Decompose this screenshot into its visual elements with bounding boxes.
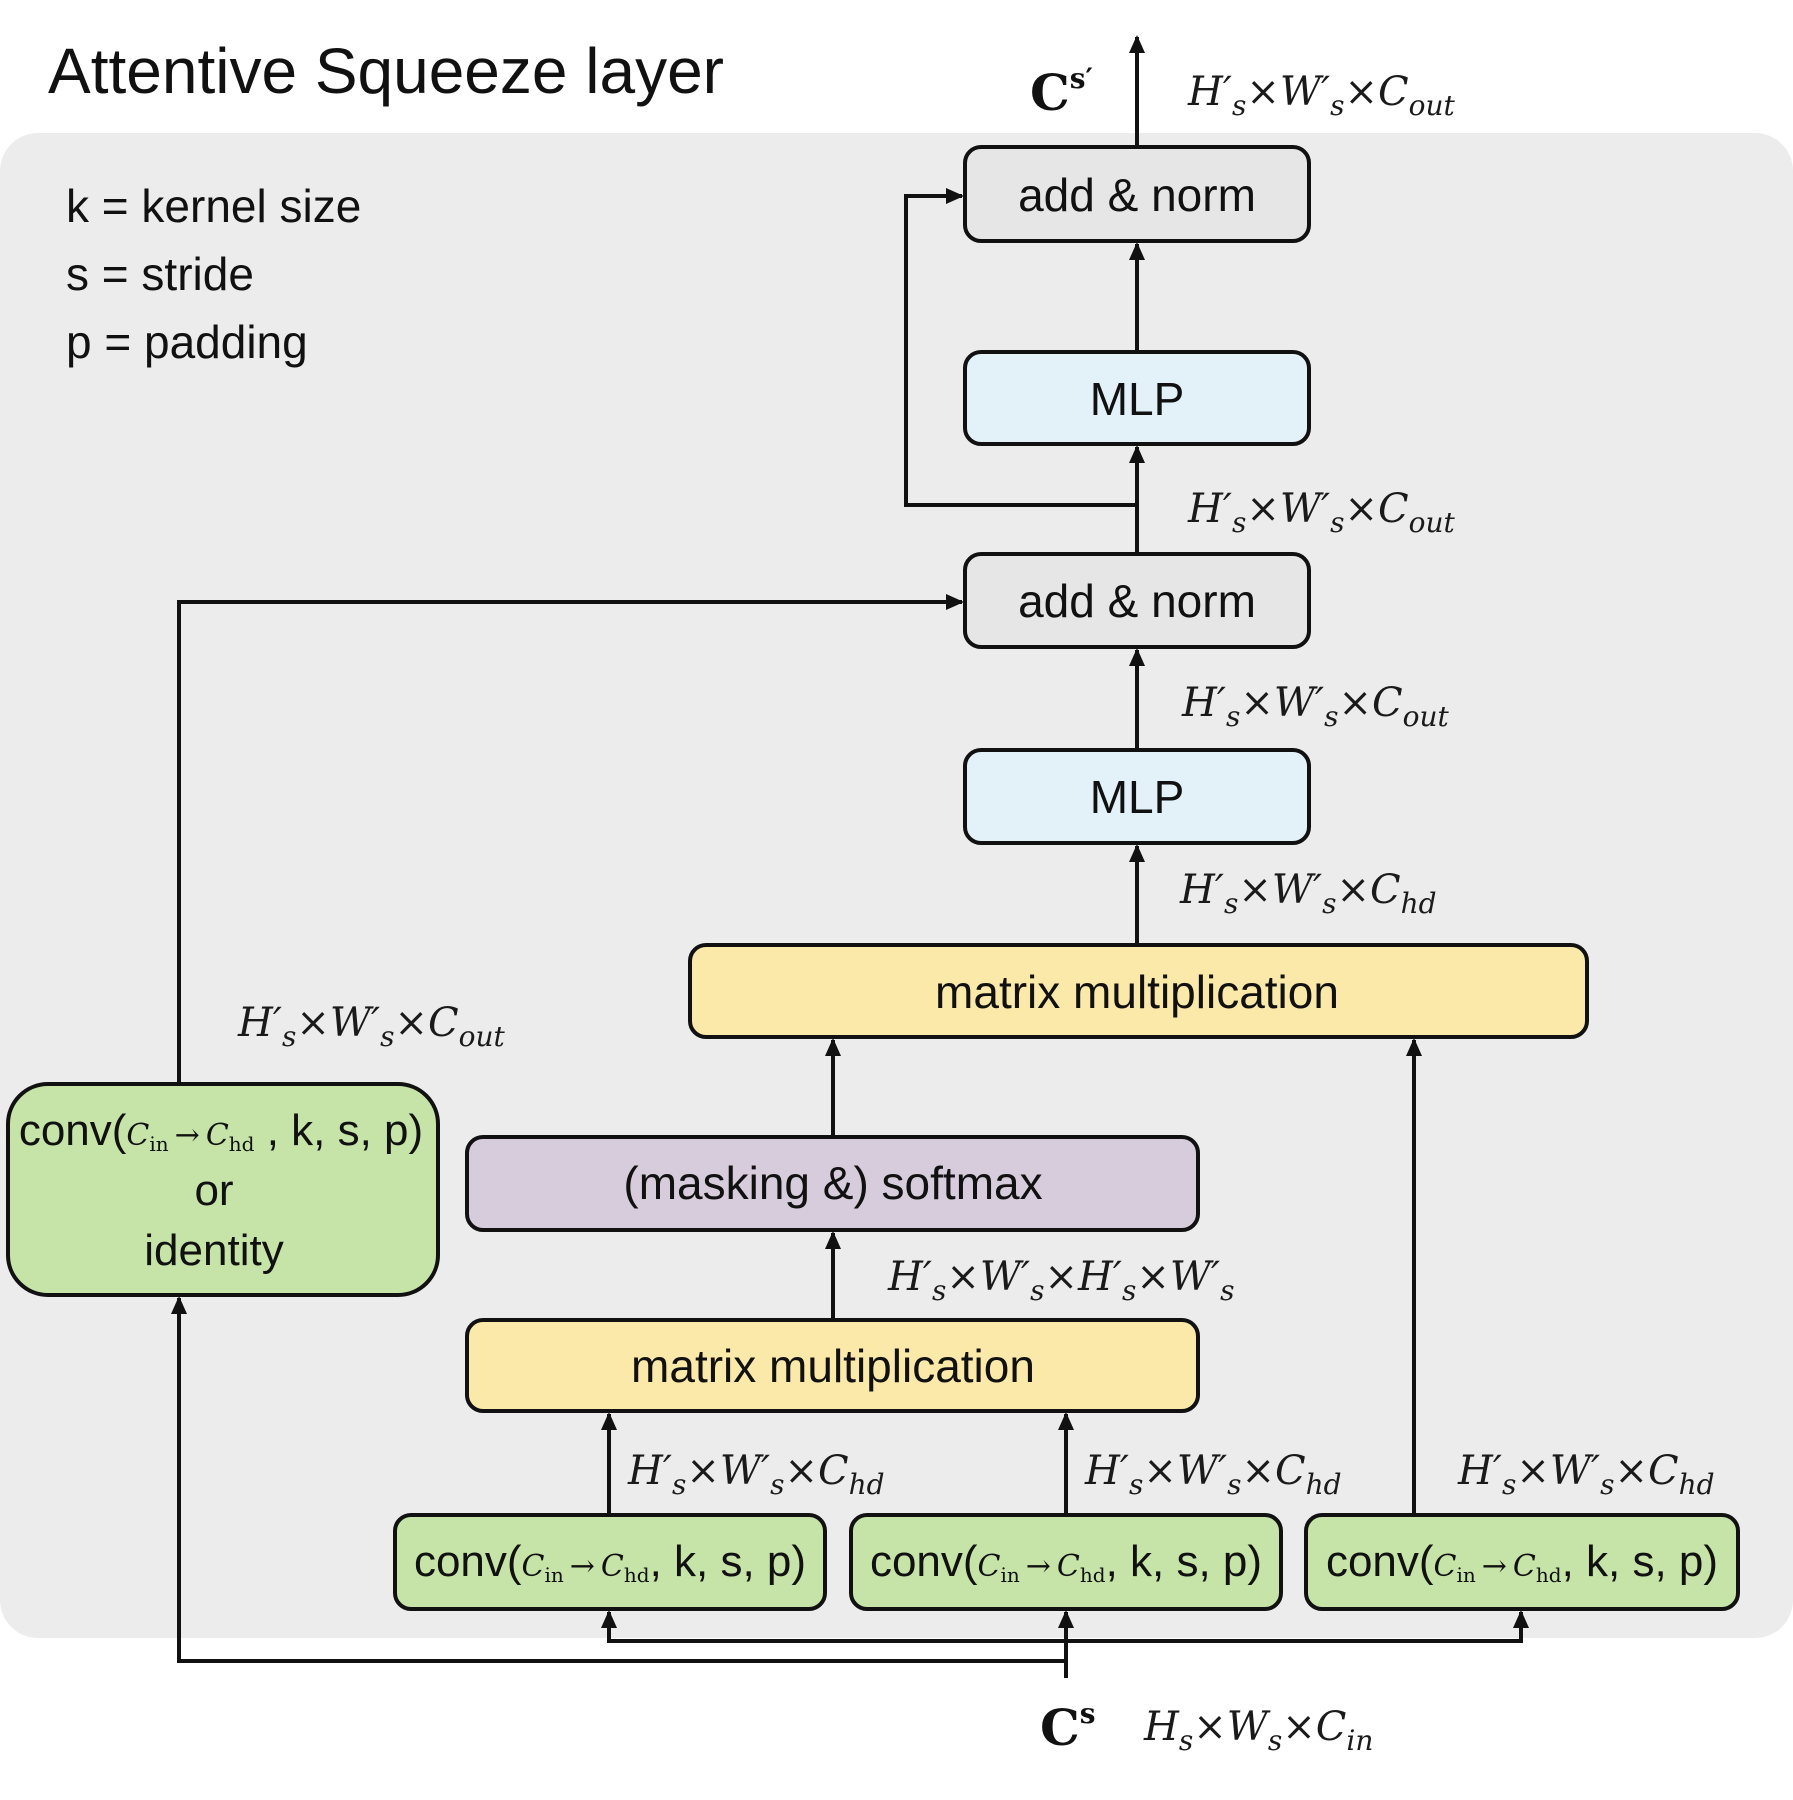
legend: k = kernel size s = stride p = padding	[66, 180, 361, 368]
residual-top	[904, 188, 1137, 507]
connections	[171, 35, 1529, 1678]
svg-text:matrix multiplication: matrix multiplication	[935, 966, 1339, 1018]
conv-query: conv(Cin→Chd, k, s, p)	[393, 1513, 827, 1611]
matmul-top: matrix multiplication	[688, 943, 1589, 1039]
svg-text:MLP: MLP	[1090, 771, 1185, 823]
svg-text:Hs×Ws×Cin: Hs×Ws×Cin	[1143, 1704, 1373, 1757]
svg-text:H′s×W′s×H′s×W′s: H′s×W′s×H′s×W′s	[887, 1254, 1234, 1307]
svg-text:add & norm: add & norm	[1018, 169, 1256, 221]
legend-stride: s = stride	[66, 248, 254, 300]
svg-text:H′s×W′s×Chd: H′s×W′s×Chd	[1457, 1448, 1715, 1501]
conv-value: conv(Cin→Chd, k, s, p)	[1304, 1513, 1740, 1611]
input-branch-left	[171, 1296, 1066, 1663]
svg-text:H′s×W′s×Chd: H′s×W′s×Chd	[1084, 1448, 1342, 1501]
dim-output: H′s×W′s×Cout	[1187, 69, 1455, 122]
matmul-bottom: matrix multiplication	[465, 1318, 1200, 1413]
svg-text:H′s×W′s×Cout: H′s×W′s×Cout	[1187, 486, 1455, 539]
conv-key: conv(Cin→Chd, k, s, p)	[849, 1513, 1283, 1611]
svg-text:Cs′: Cs′	[1030, 62, 1093, 122]
svg-text:or: or	[194, 1166, 233, 1215]
dim-key: H′s×W′s×Chd	[1084, 1448, 1342, 1501]
dim-after-addnorm-mid: H′s×W′s×Cout	[1187, 486, 1455, 539]
input-branch-conv1	[601, 1610, 1066, 1643]
svg-text:matrix multiplication: matrix multiplication	[631, 1340, 1035, 1392]
dim-attention-map: H′s×W′s×H′s×W′s	[887, 1254, 1234, 1307]
svg-text:conv(Cin→Chd , k, s, p): conv(Cin→Chd , k, s, p)	[19, 1106, 423, 1156]
output-label: Cs′	[1030, 62, 1093, 122]
residual-left	[177, 594, 964, 1082]
svg-text:identity: identity	[144, 1226, 283, 1275]
input-label: Cs	[1040, 1697, 1096, 1757]
layer-panel	[0, 133, 1793, 1638]
legend-kernel-size: k = kernel size	[66, 180, 361, 232]
dim-residual-conv: H′s×W′s×Cout	[237, 1000, 505, 1053]
svg-text:conv(Cin→Chd, k, s, p): conv(Cin→Chd, k, s, p)	[870, 1537, 1262, 1587]
svg-text:H′s×W′s×Cout: H′s×W′s×Cout	[237, 1000, 505, 1053]
dim-input: Hs×Ws×Cin	[1143, 1704, 1373, 1757]
svg-text:Cs: Cs	[1040, 1697, 1096, 1757]
dim-query: H′s×W′s×Chd	[627, 1448, 885, 1501]
svg-text:H′s×W′s×Chd: H′s×W′s×Chd	[627, 1448, 885, 1501]
svg-text:H′s×W′s×Chd: H′s×W′s×Chd	[1179, 867, 1437, 920]
svg-text:MLP: MLP	[1090, 373, 1185, 425]
svg-text:add & norm: add & norm	[1018, 575, 1256, 627]
legend-padding: p = padding	[66, 316, 308, 368]
dim-value: H′s×W′s×Chd	[1457, 1448, 1715, 1501]
dim-after-matmul-top: H′s×W′s×Chd	[1179, 867, 1437, 920]
add-norm-top: add & norm	[963, 145, 1311, 243]
svg-text:H′s×W′s×Cout: H′s×W′s×Cout	[1187, 69, 1455, 122]
svg-text:conv(Cin→Chd, k, s, p): conv(Cin→Chd, k, s, p)	[1326, 1537, 1718, 1587]
softmax: (masking &) softmax	[465, 1135, 1200, 1232]
svg-text:conv(Cin→Chd, k, s, p): conv(Cin→Chd, k, s, p)	[414, 1537, 806, 1587]
svg-text:H′s×W′s×Cout: H′s×W′s×Cout	[1181, 680, 1449, 733]
diagram-title: Attentive Squeeze layer	[48, 35, 724, 107]
input-branch-conv3	[1066, 1610, 1529, 1643]
conv-residual: conv(Cin→Chd , k, s, p) or identity	[6, 1082, 440, 1297]
mlp-top: MLP	[963, 350, 1311, 446]
add-norm-mid: add & norm	[963, 552, 1311, 649]
mlp-mid: MLP	[963, 748, 1311, 845]
svg-text:(masking &) softmax: (masking &) softmax	[623, 1157, 1042, 1209]
dim-after-mlp-mid: H′s×W′s×Cout	[1181, 680, 1449, 733]
